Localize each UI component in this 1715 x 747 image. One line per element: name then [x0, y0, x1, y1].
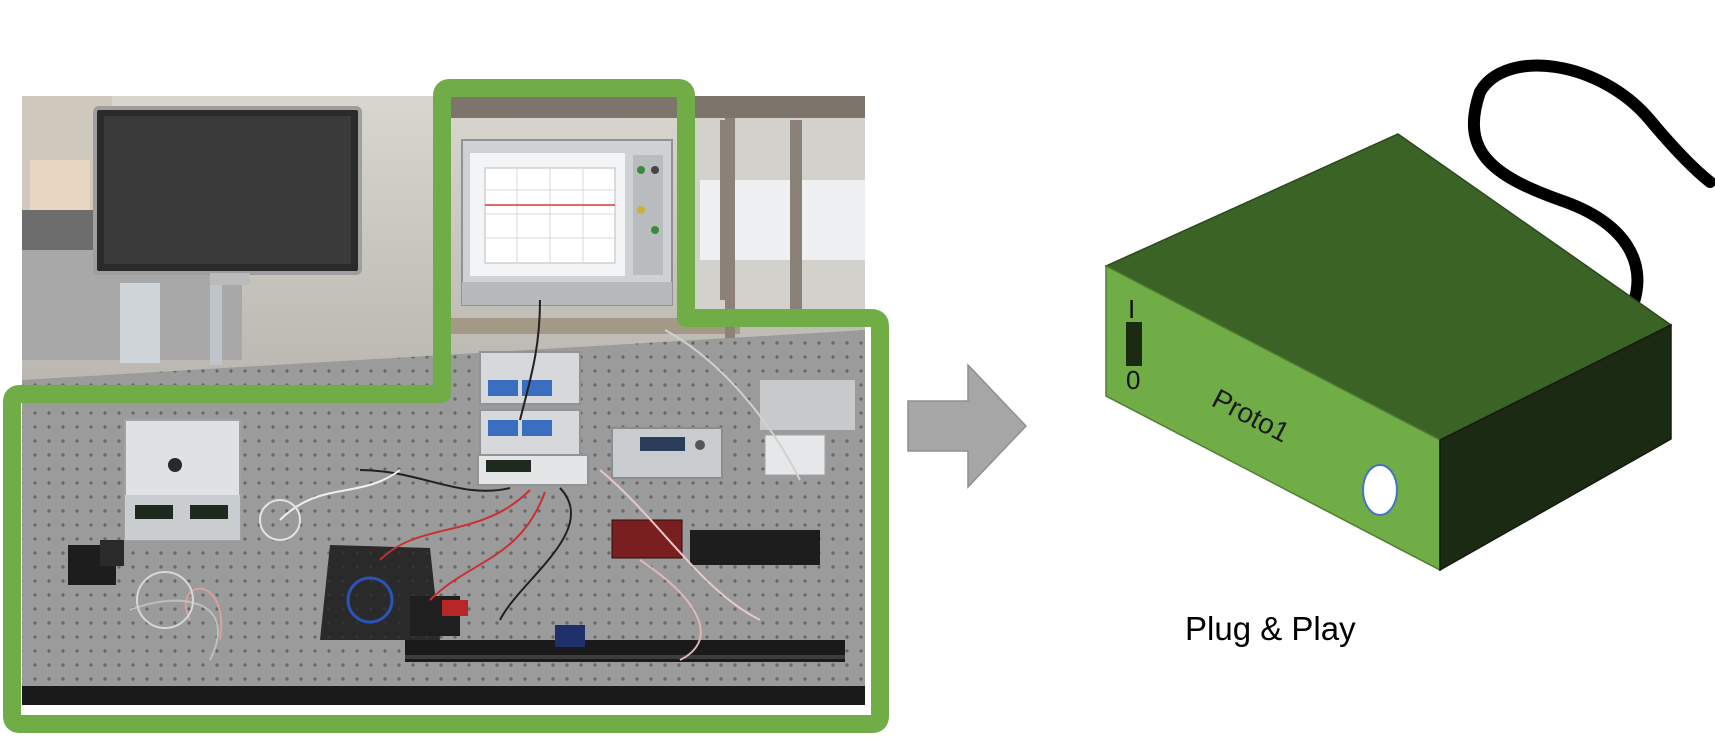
- switch-on-mark: I: [1128, 294, 1135, 324]
- power-switch-icon: [1126, 322, 1142, 366]
- device-box-icon: I 0 Proto1: [1104, 59, 1715, 572]
- power-meter-icon: [124, 419, 241, 541]
- indicator-light-icon: [1362, 464, 1398, 516]
- switch-off-mark: 0: [1126, 365, 1140, 395]
- oscilloscope-icon: [461, 139, 673, 306]
- power-supply-icon: [477, 351, 589, 486]
- caption: Plug & Play: [1185, 610, 1356, 647]
- cable-icon: [1467, 59, 1715, 311]
- highlight-outline: [3, 79, 889, 733]
- cables: [129, 299, 801, 661]
- monitor-icon: [93, 106, 362, 365]
- function-generator-icon: [611, 427, 723, 479]
- lab-setup-photo: [22, 96, 865, 705]
- right-arrow-icon: [907, 363, 1028, 489]
